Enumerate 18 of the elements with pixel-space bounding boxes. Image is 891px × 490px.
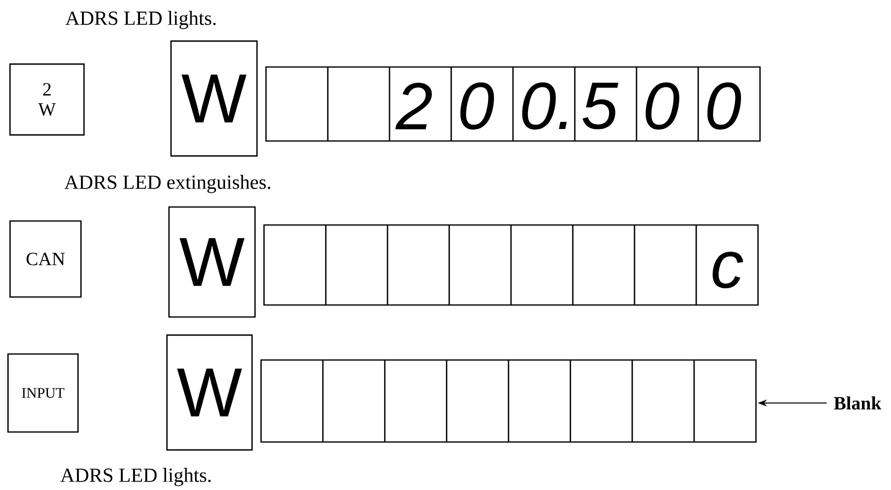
display-digit: 0	[460, 82, 494, 130]
annotation-text: Blank	[834, 396, 882, 410]
display-digit: 2	[395, 82, 432, 130]
caption-text: ADRS LED lights.	[65, 10, 216, 30]
display-digit: 5	[582, 82, 618, 130]
mode-indicator: W	[170, 40, 258, 157]
key-button: INPUT	[7, 353, 79, 433]
key-button: CAN	[9, 220, 82, 298]
key-button: 2 W	[9, 63, 85, 136]
display-digit: 0.	[522, 82, 567, 130]
display-digit: 0	[707, 82, 741, 130]
mode-indicator: W	[168, 206, 256, 318]
display-panel	[260, 359, 757, 443]
display-digit: c	[712, 252, 744, 288]
caption-text: ADRS LED extinguishes.	[64, 174, 270, 194]
mode-indicator: W	[166, 334, 253, 451]
display-digit: 0	[646, 82, 680, 130]
caption-text: ADRS LED lights.	[60, 468, 211, 486]
